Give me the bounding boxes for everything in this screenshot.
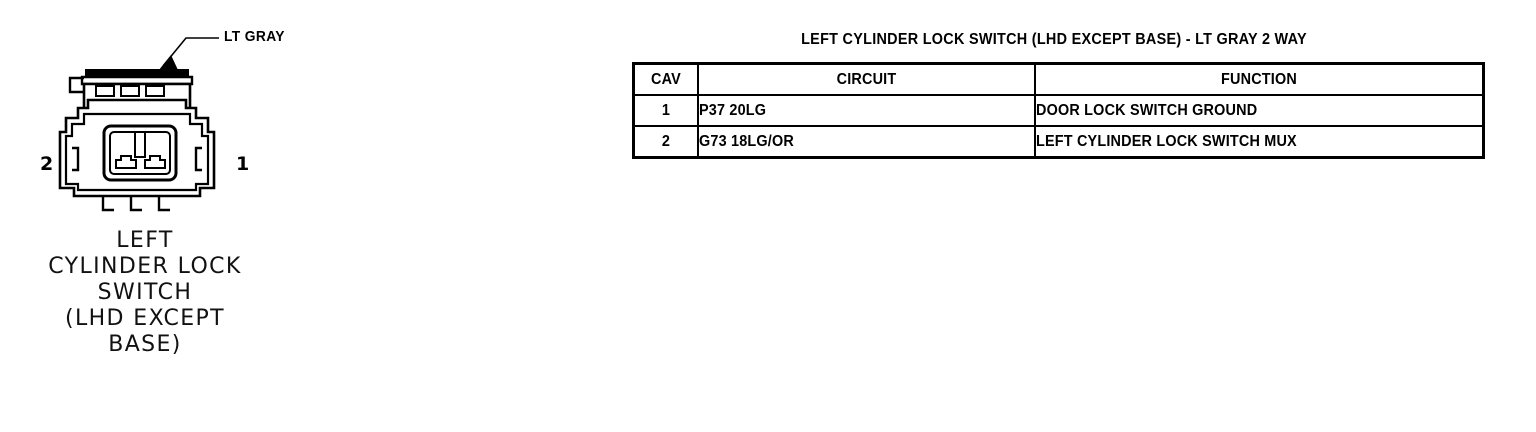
connector-top-flange — [80, 69, 194, 86]
cell-circuit: P37 20LG — [697, 94, 1036, 127]
table-header-row: CAV CIRCUIT FUNCTION — [632, 62, 1485, 96]
pin-number-1: 1 — [236, 153, 250, 175]
lt-gray-callout-label: LT GRAY — [224, 28, 285, 45]
caption-line-1: LEFT — [116, 228, 174, 253]
cell-function-value: LEFT CYLINDER LOCK SWITCH MUX — [1036, 132, 1297, 150]
pinout-table: CAV CIRCUIT FUNCTION 1 P37 20LG DOO — [632, 62, 1485, 159]
cell-cav-value: 1 — [661, 101, 671, 119]
caption-line-2: CYLINDER LOCK — [48, 254, 242, 279]
cell-cav: 2 — [632, 125, 699, 159]
caption-line-3: SWITCH — [97, 280, 193, 305]
connector-bottom-tabs — [101, 196, 170, 212]
cell-cav-value: 2 — [661, 132, 671, 150]
cell-circuit-value: P37 20LG — [699, 101, 767, 119]
connector-illustration-panel: LT GRAY 2 1 LEFT CYLINDER LOCK SWITCH (L… — [0, 0, 330, 432]
caption-line-5: BASE) — [108, 332, 182, 357]
connector-side-latches — [72, 146, 202, 172]
column-header-function: FUNCTION — [1034, 62, 1485, 96]
column-header-function-label: FUNCTION — [1221, 70, 1297, 88]
caption-line-4: (LHD EXCEPT — [64, 306, 226, 331]
pinout-table-title: LEFT CYLINDER LOCK SWITCH (LHD EXCEPT BA… — [801, 31, 1307, 48]
cell-function: LEFT CYLINDER LOCK SWITCH MUX — [1034, 125, 1485, 159]
connector-left-hook — [68, 76, 84, 94]
cell-cav: 1 — [632, 94, 699, 127]
column-header-cav: CAV — [632, 62, 699, 96]
column-header-circuit: CIRCUIT — [697, 62, 1036, 96]
table-row: 2 G73 18LG/OR LEFT CYLINDER LOCK SWITCH … — [632, 125, 1485, 159]
column-header-cav-label: CAV — [651, 70, 681, 88]
pinout-table-panel: LEFT CYLINDER LOCK SWITCH (LHD EXCEPT BA… — [630, 0, 1490, 432]
connector-caption: LEFT CYLINDER LOCK SWITCH (LHD EXCEPT BA… — [0, 228, 290, 358]
connector-cavity-window — [102, 124, 178, 182]
cell-circuit: G73 18LG/OR — [697, 125, 1036, 159]
cell-circuit-value: G73 18LG/OR — [699, 132, 794, 150]
table-row: 1 P37 20LG DOOR LOCK SWITCH GROUND — [632, 94, 1485, 127]
column-header-circuit-label: CIRCUIT — [836, 70, 897, 88]
connector-drawing — [58, 37, 219, 212]
cell-function-value: DOOR LOCK SWITCH GROUND — [1036, 101, 1258, 119]
pin-number-2: 2 — [40, 153, 54, 175]
cell-function: DOOR LOCK SWITCH GROUND — [1034, 94, 1485, 127]
